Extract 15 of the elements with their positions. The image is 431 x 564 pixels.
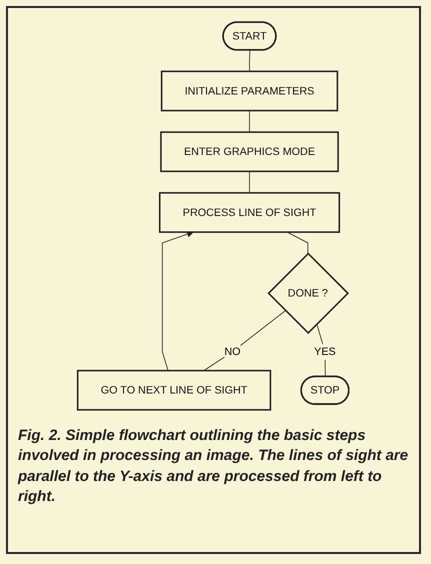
edge-label: YES (314, 345, 336, 358)
figure-caption: Fig. 2. Simple flowchart outlining the basic steps involved in processing an image. The lines of sight are parallel to the Y-axis and are processed from left to right. (18, 426, 409, 507)
node-box (159, 192, 340, 233)
connector (287, 232, 308, 254)
edge-label: NO (224, 345, 241, 358)
connector (204, 310, 286, 371)
node-box (160, 131, 340, 172)
connector (249, 170, 250, 194)
node-box (161, 70, 338, 112)
node-diamond (268, 252, 350, 334)
connector (249, 50, 251, 72)
figure-frame: NO YES START INITIALIZE PARAMETERS ENTER GRAPHICS MODE PROCESS LINE OF SIGHT GO TO NEXT LINE OF SIGHT DONE ? STOP Fig. 2. Simple flowchart outlining the basic steps involved in processing an image. The lines of sight are parallel to the Y-axis and are processed from left to right. (6, 6, 421, 554)
arrow (162, 230, 194, 371)
connector (249, 110, 250, 132)
node-box (77, 370, 272, 411)
